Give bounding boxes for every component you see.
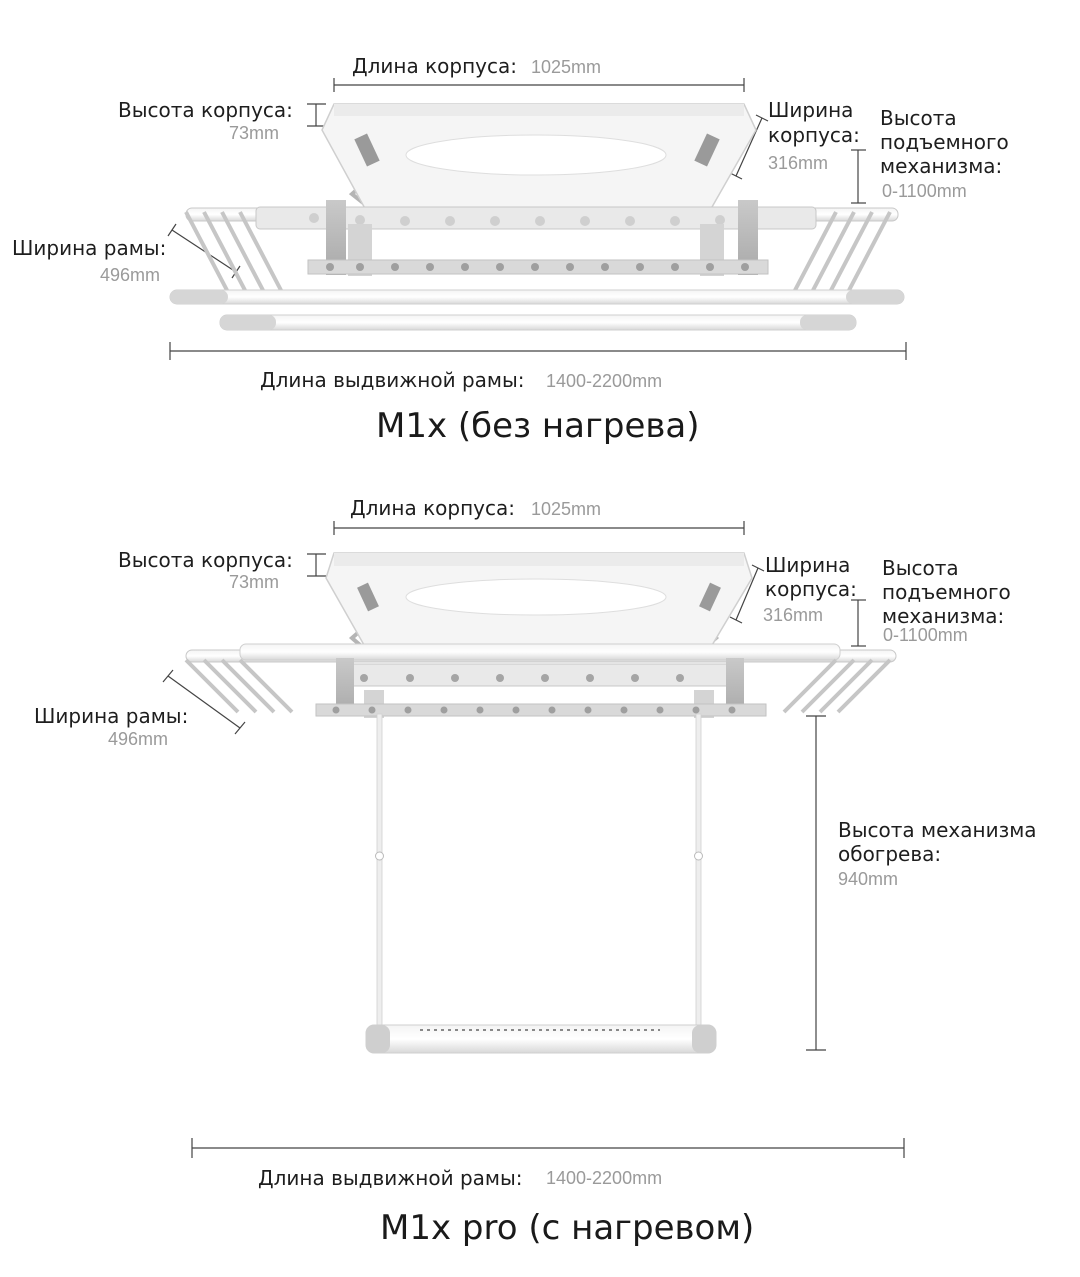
bottom-body bbox=[325, 552, 753, 653]
top-dimension-lines bbox=[167, 78, 907, 360]
bottom-lift-height-value: 0-1100mm bbox=[883, 625, 968, 645]
top-body-width-label-line1: Ширина bbox=[768, 98, 854, 122]
bottom-body-length-label: Длина корпуса: bbox=[350, 496, 516, 520]
bottom-heater-height-value: 940mm bbox=[838, 869, 899, 889]
top-frame-length-label: Длина выдвижной рамы: bbox=[260, 368, 525, 392]
bottom-frame-length-label: Длина выдвижной рамы: bbox=[258, 1166, 523, 1190]
top-body-height-value: 73mm bbox=[229, 123, 280, 143]
top-lift-height-label-line3: механизма: bbox=[880, 154, 1003, 178]
heater-unit bbox=[365, 1024, 717, 1054]
top-lift-height-value: 0-1100mm bbox=[882, 181, 967, 201]
top-body-height-label: Высота корпуса: bbox=[118, 98, 293, 122]
heater-rods bbox=[375, 713, 703, 1031]
top-body-width-label-line2: корпуса: bbox=[768, 123, 860, 147]
bottom-dryer-illustration bbox=[162, 521, 905, 1158]
bottom-heater-height-label-line1: Высота механизма bbox=[838, 818, 1037, 842]
top-pegs-upper bbox=[309, 213, 725, 226]
bottom-lift-height-label-line3: механизма: bbox=[882, 604, 1005, 628]
bottom-lift-height-label-line2: подъемного bbox=[882, 580, 1011, 604]
top-frame-length-value: 1400-2200mm bbox=[546, 371, 663, 391]
bottom-body-width-label-line1: Ширина bbox=[765, 553, 851, 577]
top-frame-width-label: Ширина рамы: bbox=[12, 236, 167, 260]
bottom-frame-width-label: Ширина рамы: bbox=[34, 704, 189, 728]
bottom-model-title: M1x pro (с нагревом) bbox=[380, 1208, 755, 1248]
top-lift-height-label-line2: подъемного bbox=[880, 130, 1009, 154]
bottom-lift-height-label-line1: Высота bbox=[882, 556, 959, 580]
bottom-body-height-value: 73mm bbox=[229, 572, 280, 592]
top-body bbox=[321, 103, 757, 215]
bottom-body-height-label: Высота корпуса: bbox=[118, 548, 293, 572]
bottom-body-length-value: 1025mm bbox=[531, 499, 602, 519]
bottom-body-width-value: 316mm bbox=[763, 605, 824, 625]
top-frame-width-value: 496mm bbox=[100, 265, 161, 285]
bottom-body-width-label-line2: корпуса: bbox=[765, 577, 857, 601]
top-lift-height-label-line1: Высота bbox=[880, 106, 957, 130]
top-dryer-illustration bbox=[167, 78, 907, 360]
bottom-dimension-lines bbox=[162, 521, 905, 1158]
top-body-length-label: Длина корпуса: bbox=[352, 54, 518, 78]
bottom-heater-height-label-line2: обогрева: bbox=[838, 842, 942, 866]
top-body-length-value: 1025mm bbox=[531, 57, 602, 77]
top-model-title: M1x (без нагрева) bbox=[376, 406, 700, 446]
bottom-frame-length-value: 1400-2200mm bbox=[546, 1168, 663, 1188]
bottom-frame-width-value: 496mm bbox=[108, 729, 169, 749]
top-body-width-value: 316mm bbox=[768, 153, 829, 173]
